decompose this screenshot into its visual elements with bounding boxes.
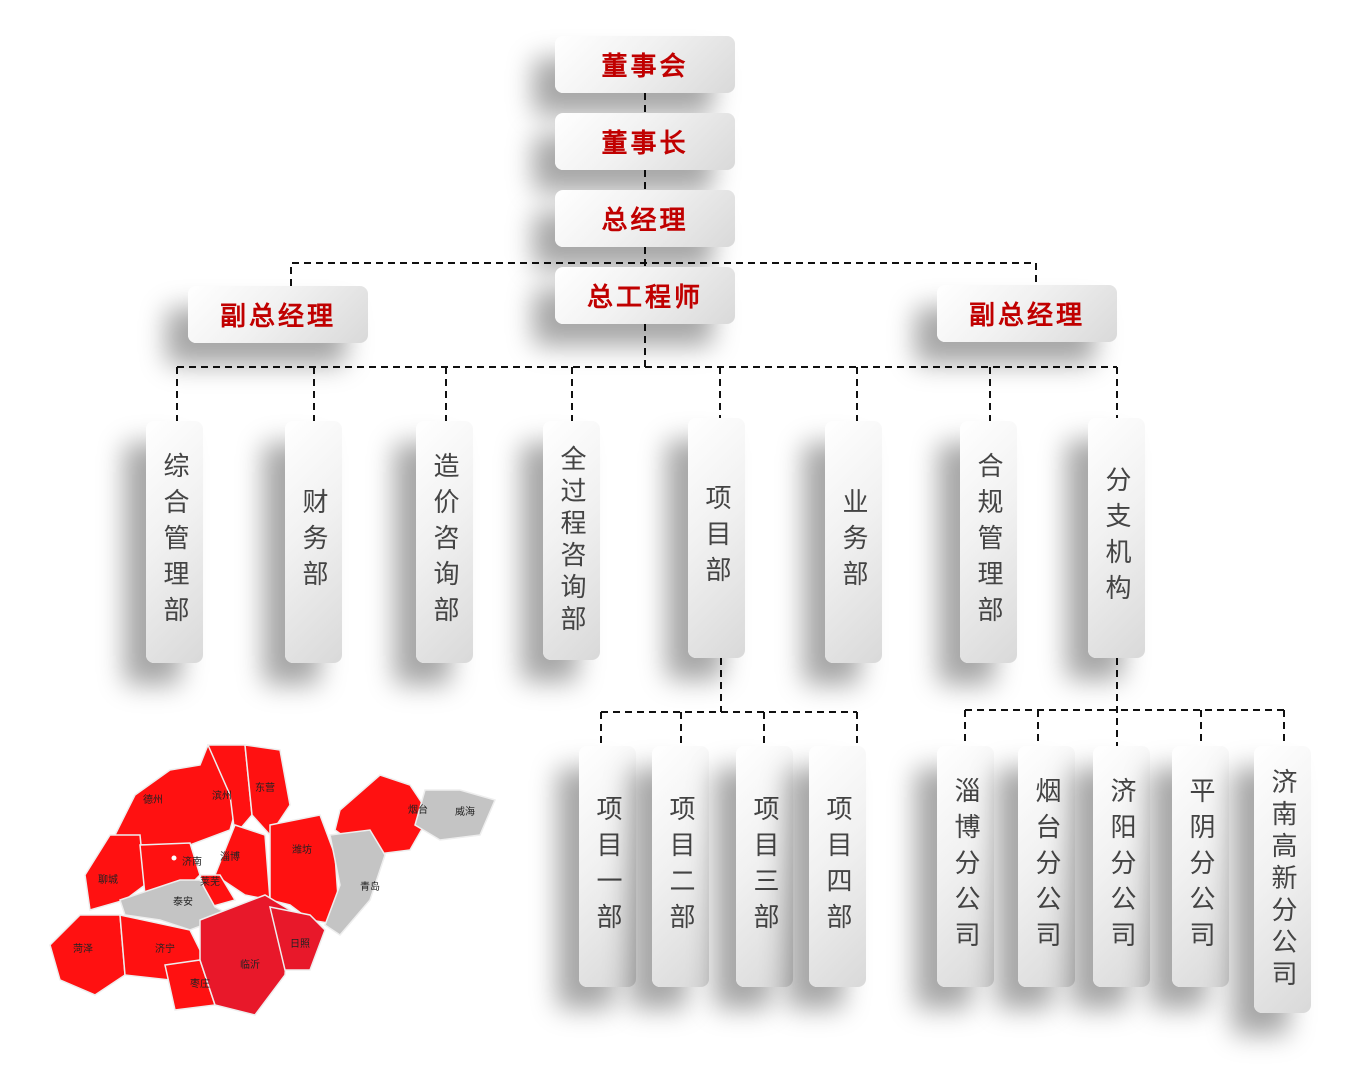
map-label: 济南 — [182, 855, 202, 868]
shandong-map: 德州 滨州 东营 烟台 威海 潍坊 青岛 聊城 济南 淄博 莱芜 泰安 菏泽 济… — [49, 744, 497, 1016]
map-labels: 德州 滨州 东营 烟台 威海 潍坊 青岛 聊城 济南 淄博 莱芜 泰安 菏泽 济… — [73, 781, 475, 990]
map-label: 淄博 — [220, 850, 240, 863]
map-label: 威海 — [455, 805, 475, 818]
dept-general-admin: 综合管理部 — [146, 421, 203, 663]
map-label: 济宁 — [155, 942, 175, 955]
map-label: 泰安 — [173, 895, 193, 908]
map-label: 聊城 — [98, 873, 118, 886]
dept-finance: 财务部 — [285, 421, 342, 663]
map-label: 菏泽 — [73, 943, 93, 955]
region-qingdao — [324, 829, 386, 936]
region-weihai — [414, 789, 497, 841]
map-label: 临沂 — [240, 958, 260, 971]
map-label: 东营 — [255, 781, 275, 794]
region-binzhou — [206, 744, 253, 837]
region-linyi — [199, 894, 291, 1016]
branch-jiyang: 济阳分公司 — [1093, 746, 1150, 987]
map-label: 德州 — [143, 793, 163, 806]
region-heze — [49, 914, 126, 996]
branch-jinan-hitech: 济南高新分公司 — [1254, 746, 1311, 1013]
deputy-gm-right-box: 副总经理 — [937, 285, 1117, 342]
branch-yantai: 烟台分公司 — [1018, 746, 1075, 987]
project-unit-2: 项目二部 — [652, 746, 709, 987]
map-label: 青岛 — [360, 880, 380, 893]
map-label: 日照 — [290, 938, 310, 950]
region-rizhao — [268, 906, 326, 971]
map-label: 烟台 — [408, 803, 428, 816]
deputy-gm-left-box: 副总经理 — [188, 286, 368, 343]
dept-compliance: 合规管理部 — [960, 421, 1017, 663]
jinan-marker-icon — [171, 855, 177, 861]
map-label: 潍坊 — [292, 843, 312, 856]
project-unit-3: 项目三部 — [736, 746, 793, 987]
branch-pingyin: 平阴分公司 — [1172, 746, 1229, 987]
general-manager-box: 总经理 — [555, 190, 735, 247]
map-label: 枣庄 — [190, 977, 210, 990]
project-unit-1: 项目一部 — [579, 746, 636, 987]
map-label: 滨州 — [212, 789, 232, 802]
dept-business: 业务部 — [825, 421, 882, 663]
dept-branches: 分支机构 — [1088, 418, 1145, 658]
dept-cost-consulting: 造价咨询部 — [416, 421, 473, 663]
branch-zibo: 淄博分公司 — [937, 746, 994, 987]
map-label: 莱芜 — [200, 875, 220, 888]
project-unit-4: 项目四部 — [809, 746, 866, 987]
dept-whole-process-consulting: 全过程咨询部 — [543, 421, 600, 660]
region-dongying — [244, 744, 291, 837]
dept-project: 项目部 — [688, 418, 745, 658]
board-box: 董事会 — [555, 36, 735, 93]
chief-engineer-box: 总工程师 — [555, 267, 735, 324]
chairman-box: 董事长 — [555, 113, 735, 170]
